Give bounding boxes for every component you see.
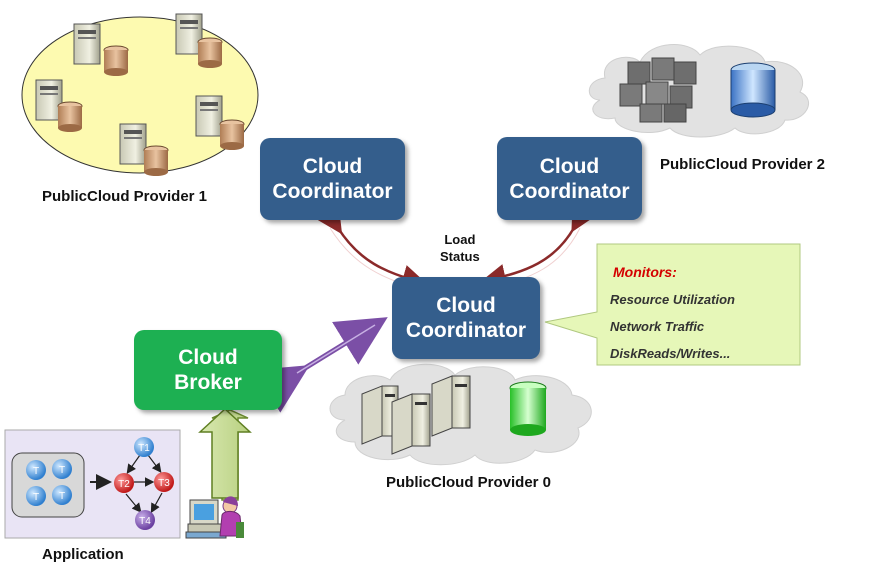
cloud-coordinator-provider-2: Cloud Coordinator	[497, 137, 642, 220]
monitor-item: Resource Utilization	[610, 292, 735, 307]
server-icon	[119, 123, 169, 176]
user-computer-icon	[185, 496, 244, 539]
application-label: Application	[42, 546, 124, 563]
server-icon	[391, 393, 431, 455]
coordinator-title-line2: Coordinator	[405, 319, 527, 342]
server-rack-icon	[619, 57, 697, 123]
provider-0-label: PublicCloud Provider 0	[386, 474, 552, 491]
coordinator-title-line1: Cloud	[302, 155, 363, 178]
pool-task-label: T	[33, 466, 39, 477]
server-icon	[195, 95, 245, 150]
broker-title-line1: Cloud	[178, 346, 238, 369]
monitors-callout	[544, 243, 801, 366]
up-arrow	[198, 407, 252, 501]
coordinator-title-line2: Coordinator	[509, 179, 630, 203]
cloud-coordinator-provider-0: Cloud Coordinator	[392, 277, 540, 359]
monitor-item: DiskReads/Writes...	[610, 346, 731, 361]
server-icon	[431, 375, 471, 437]
monitors-title: Monitors:	[613, 264, 677, 280]
server-icon	[35, 79, 83, 132]
provider-2-cloud	[588, 44, 810, 138]
broker-title-line2: Broker	[174, 371, 242, 394]
database-icon	[509, 381, 547, 436]
graph-task-label: T2	[118, 479, 130, 490]
load-status-label: Load Status	[440, 231, 480, 265]
cloud-coordinator-provider-1: Cloud Coordinator	[260, 138, 405, 220]
graph-task-label: T1	[138, 443, 150, 454]
graph-task-label: T3	[158, 478, 170, 489]
broker-coordinator-arrow	[254, 317, 388, 413]
pool-task-label: T	[59, 491, 65, 502]
provider-0-cloud	[329, 363, 592, 466]
load-status-line2: Status	[440, 249, 480, 264]
provider-1-label: PublicCloud Provider 1	[42, 188, 208, 205]
pool-task-label: T	[33, 492, 39, 503]
provider-2-label: PublicCloud Provider 2	[660, 156, 826, 173]
provider-1-cluster	[21, 13, 259, 176]
database-icon	[730, 62, 776, 118]
pool-task-label: T	[59, 465, 65, 476]
server-icon	[73, 23, 129, 76]
application-panel: T T T T T1 T2 T3 T4	[4, 429, 181, 539]
load-status-line1: Load	[444, 232, 476, 247]
coordinator-title-line2: Coordinator	[272, 180, 393, 203]
server-icon	[175, 13, 223, 68]
graph-task-label: T4	[139, 516, 151, 527]
cloud-broker: Cloud Broker	[134, 330, 282, 410]
monitor-item: Network Traffic	[610, 319, 705, 334]
coordinator-title-line1: Cloud	[436, 294, 496, 317]
coordinator-title-line1: Cloud	[539, 154, 600, 178]
